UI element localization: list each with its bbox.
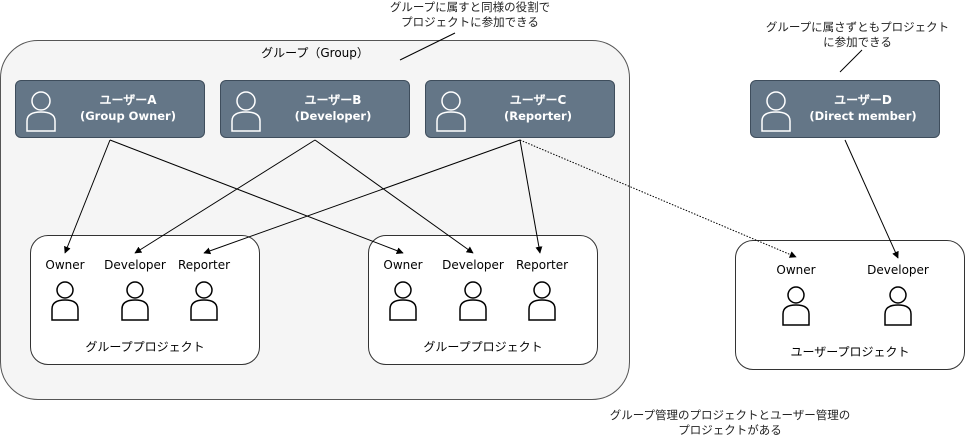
- user-card-a[interactable]: ユーザーA (Group Owner): [15, 80, 205, 138]
- person-icon: [121, 281, 149, 321]
- group-title: グループ（Group）: [261, 46, 369, 60]
- user-role: (Group Owner): [79, 109, 176, 123]
- person-icon: [51, 281, 79, 321]
- user-avatar-icon: [26, 91, 56, 132]
- user-name: ユーザーC: [509, 93, 567, 107]
- note-top-line2: プロジェクトに参加できる: [401, 15, 539, 29]
- user-name: ユーザーD: [834, 93, 892, 107]
- note-bottom-line1: グループ管理のプロジェクトとユーザー管理の: [609, 408, 851, 422]
- note-right-line1: グループに属さずともプロジェクト: [765, 20, 950, 34]
- user-name: ユーザーB: [304, 93, 362, 107]
- person-icon: [190, 281, 218, 321]
- role-label-owner: Owner: [776, 263, 816, 277]
- note-right-line2: に参加できる: [823, 35, 892, 49]
- role-label-reporter: Reporter: [177, 258, 231, 272]
- person-icon: [389, 281, 417, 321]
- user-avatar-icon: [231, 91, 261, 132]
- person-icon: [884, 286, 912, 326]
- note-top: グループに属すと同様の役割で プロジェクトに参加できる: [360, 0, 580, 30]
- role-label-developer: Developer: [442, 258, 504, 272]
- user-avatar-icon: [436, 91, 466, 132]
- note-bottom-line2: プロジェクトがある: [678, 423, 782, 437]
- person-icon: [459, 281, 487, 321]
- user-avatar-icon: [761, 91, 791, 132]
- role-label-owner: Owner: [45, 258, 85, 272]
- role-label-developer: Developer: [867, 263, 929, 277]
- project-title: グループプロジェクト: [85, 340, 205, 354]
- user-project[interactable]: [735, 240, 965, 370]
- user-card-c[interactable]: ユーザーC (Reporter): [425, 80, 615, 138]
- project-title: ユーザープロジェクト: [790, 345, 910, 359]
- user-role: (Developer): [294, 109, 372, 123]
- user-role: (Reporter): [504, 109, 572, 123]
- role-label-reporter: Reporter: [515, 258, 569, 272]
- user-card-b[interactable]: ユーザーB (Developer): [220, 80, 410, 138]
- note-bottom: グループ管理のプロジェクトとユーザー管理の プロジェクトがある: [575, 408, 885, 438]
- role-label-developer: Developer: [104, 258, 166, 272]
- person-icon: [782, 286, 810, 326]
- note-right: グループに属さずともプロジェクト に参加できる: [755, 20, 960, 50]
- user-name: ユーザーA: [99, 93, 157, 107]
- project-title: グループプロジェクト: [423, 340, 543, 354]
- note-right-callout: [839, 49, 863, 73]
- note-top-line1: グループに属すと同様の役割で: [389, 0, 551, 14]
- person-icon: [528, 281, 556, 321]
- user-card-d[interactable]: ユーザーD (Direct member): [750, 80, 940, 138]
- role-label-owner: Owner: [383, 258, 423, 272]
- user-role: (Direct member): [809, 109, 917, 123]
